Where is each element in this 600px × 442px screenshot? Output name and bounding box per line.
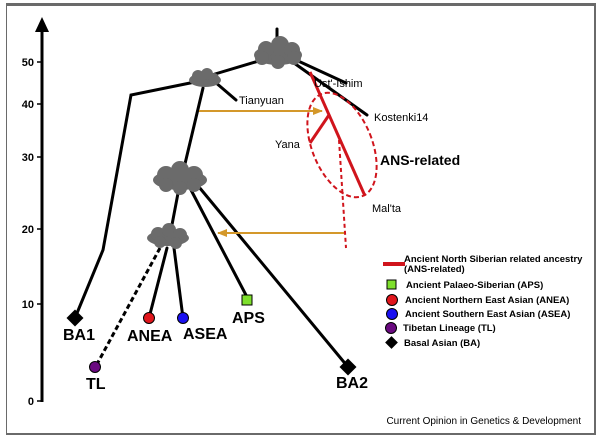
branch-node3-to-node4 — [169, 186, 181, 232]
aps-square-icon[interactable] — [241, 294, 253, 306]
tick-label-20: 20 — [22, 224, 34, 236]
branch-asea — [172, 246, 185, 320]
label-malta: Mal'ta — [372, 203, 402, 215]
ba1-diamond-icon[interactable] — [66, 309, 84, 327]
label-ust-ishim: Ust'-Ishim — [314, 78, 363, 90]
legend-anea-circle-icon — [386, 294, 398, 306]
legend-ba-diamond-icon — [385, 336, 398, 349]
label-aps: APS — [232, 310, 265, 327]
ans-branch-malta — [308, 71, 367, 197]
label-asea: ASEA — [183, 326, 228, 343]
branch-tianyuan — [213, 80, 238, 102]
label-anea: ANEA — [127, 328, 173, 345]
branch-kostenki14 — [292, 61, 369, 117]
ans-related-ellipse — [306, 91, 378, 199]
label-tl: TL — [86, 376, 106, 393]
ba2-diamond-icon[interactable] — [339, 358, 357, 376]
branch-ba2 — [197, 185, 350, 369]
label-tianyuan: Tianyuan — [239, 95, 284, 107]
branch-ba1 — [73, 80, 197, 320]
label-kostenki14: Kostenki14 — [374, 112, 428, 124]
anea-circle-icon[interactable] — [143, 312, 155, 324]
branch-tl-dashed — [94, 247, 162, 367]
branch-aps — [188, 186, 249, 299]
label-ba1: BA1 — [63, 327, 95, 344]
cloud-node-root[interactable] — [254, 36, 302, 69]
tree-branches — [73, 27, 369, 369]
label-ans-related: ANS-related — [380, 152, 460, 168]
cloud-node-3[interactable] — [153, 161, 207, 195]
branch-anea — [147, 246, 169, 320]
tick-label-50: 50 — [22, 57, 34, 69]
legend-aps-square-icon — [386, 279, 397, 290]
asea-circle-icon[interactable] — [177, 312, 189, 324]
branch-ust-ishim — [294, 58, 348, 85]
legend-asea-label: Ancient Southern East Asian (ASEA) — [405, 309, 570, 320]
legend-tl-circle-icon — [385, 322, 397, 334]
ans-branch-yana — [308, 114, 331, 144]
legend-ba-label: Basal Asian (BA) — [404, 338, 480, 349]
legend-ans-label-line2: (ANS-related) — [404, 264, 465, 275]
time-axis: 0 10 20 30 40 50 — [22, 17, 49, 408]
tick-label-0: 0 — [28, 396, 34, 408]
label-ba2: BA2 — [336, 375, 368, 392]
tick-label-10: 10 — [22, 299, 34, 311]
tick-label-30: 30 — [22, 152, 34, 164]
cloud-node-2[interactable] — [189, 68, 221, 87]
branch-node2-to-node3 — [182, 86, 205, 170]
legend-aps-label: Ancient Palaeo-Siberian (APS) — [406, 280, 543, 291]
legend-asea-circle-icon — [386, 308, 398, 320]
ancestral-node-clouds — [147, 36, 302, 249]
figure-frame — [6, 3, 596, 435]
legend-anea-label: Ancient Northern East Asian (ANEA) — [405, 295, 569, 306]
tick-label-40: 40 — [22, 99, 34, 111]
legend-tl-label: Tibetan Lineage (TL) — [403, 323, 496, 334]
cloud-node-4[interactable] — [147, 223, 189, 249]
ans-branches — [308, 71, 367, 197]
tl-circle-icon[interactable] — [89, 361, 101, 373]
legend-ans-label-line1: Ancient North Siberian related ancestry — [404, 254, 583, 265]
legend-ans-swatch-icon — [383, 262, 405, 266]
journal-caption: Current Opinion in Genetics & Developmen… — [386, 416, 581, 427]
label-yana: Yana — [275, 139, 301, 151]
legend: Ancient North Siberian related ancestry … — [383, 254, 583, 349]
axis-arrow-icon — [35, 17, 49, 32]
